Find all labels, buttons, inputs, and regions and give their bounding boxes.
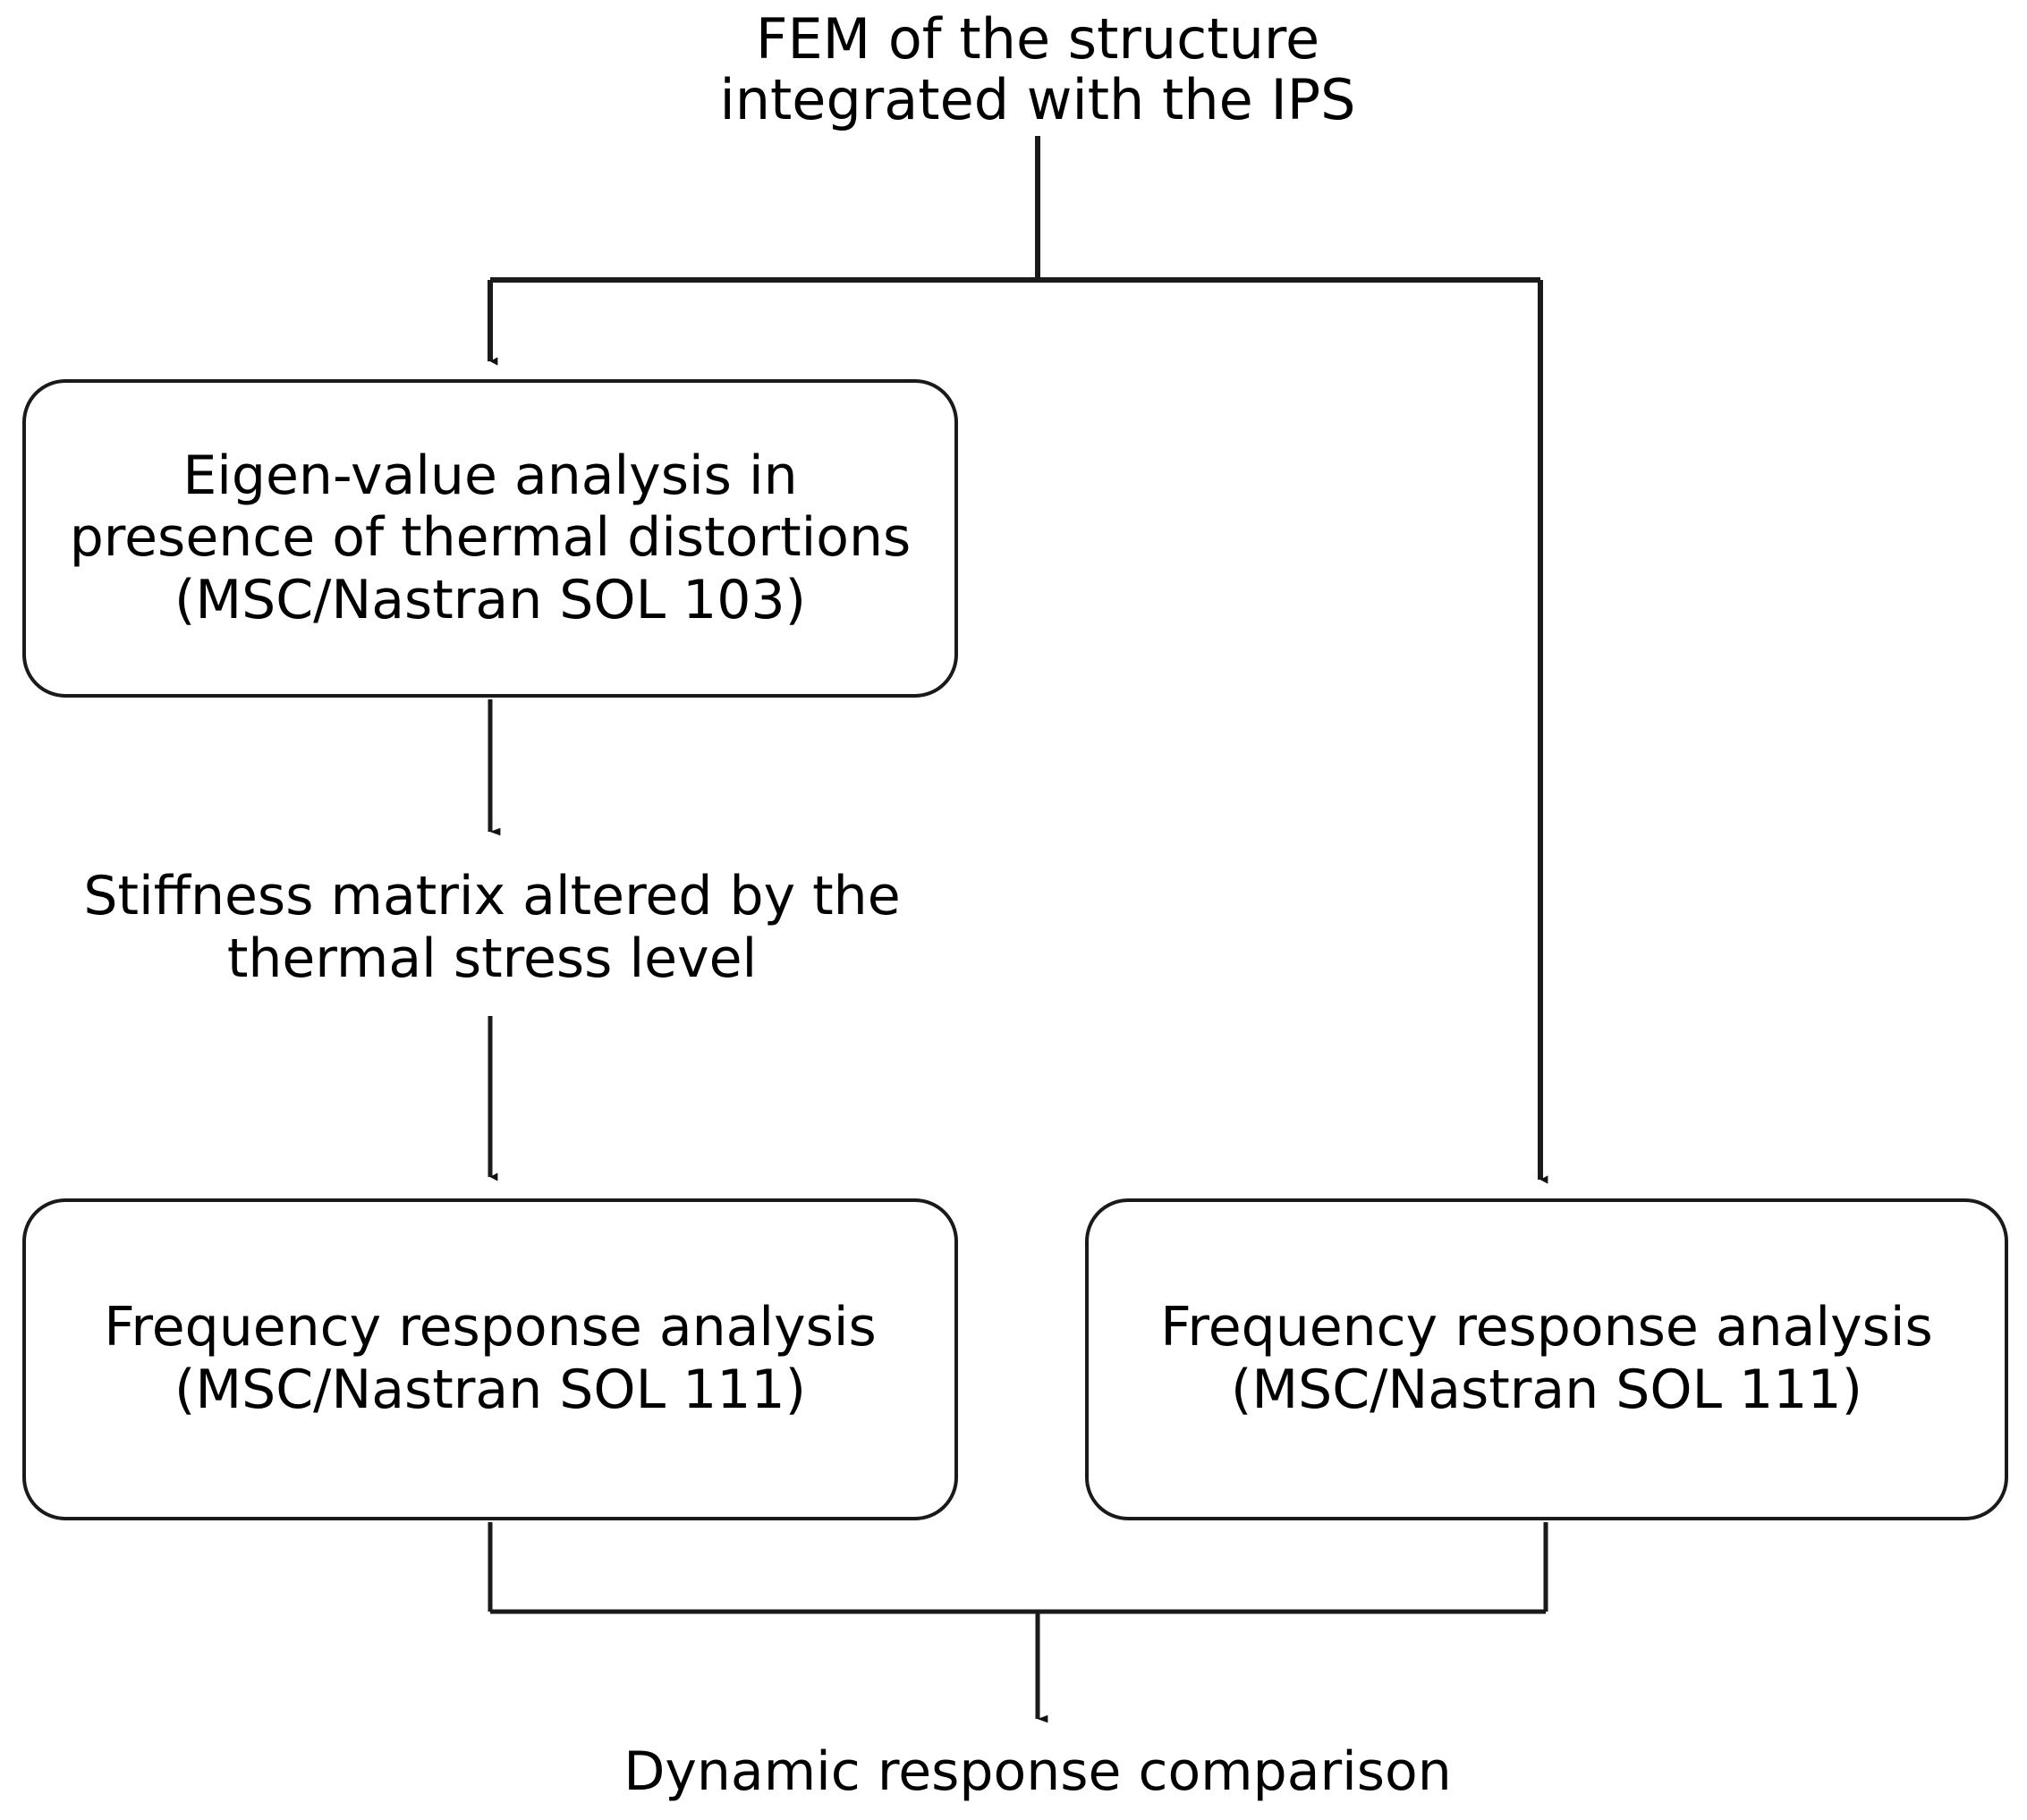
node-stiffness-matrix-line-2: thermal stress level [226,927,758,990]
node-frequency-response-nominal: Frequency response analysis (MSC/Nastran… [1085,1198,2008,1520]
node-frequency-response-thermal-line-2: (MSC/Nastran SOL 111) [174,1359,807,1421]
node-fem-model-line-1: FEM of the structure [755,5,1320,72]
node-frequency-response-thermal: Frequency response analysis (MSC/Nastran… [22,1198,958,1520]
node-eigenvalue-analysis-line-3: (MSC/Nastran SOL 103) [174,568,807,631]
node-frequency-response-nominal-line-1: Frequency response analysis [1160,1296,1933,1359]
node-stiffness-matrix: Stiffness matrix altered by the thermal … [54,857,930,1000]
node-eigenvalue-analysis: Eigen-value analysis in presence of ther… [22,379,958,698]
node-frequency-response-nominal-line-2: (MSC/Nastran SOL 111) [1230,1359,1863,1421]
node-frequency-response-thermal-line-1: Frequency response analysis [104,1296,877,1359]
node-dynamic-response-comparison: Dynamic response comparison [501,1733,1574,1812]
node-fem-model-line-2: integrated with the IPS [719,67,1356,132]
node-fem-model: FEM of the structure integrated with the… [501,7,1574,132]
node-eigenvalue-analysis-line-2: presence of thermal distortions [69,506,912,570]
node-eigenvalue-analysis-line-1: Eigen-value analysis in [182,444,798,507]
node-stiffness-matrix-line-1: Stiffness matrix altered by the [83,865,901,928]
node-dynamic-response-comparison-line-1: Dynamic response comparison [623,1740,1452,1804]
